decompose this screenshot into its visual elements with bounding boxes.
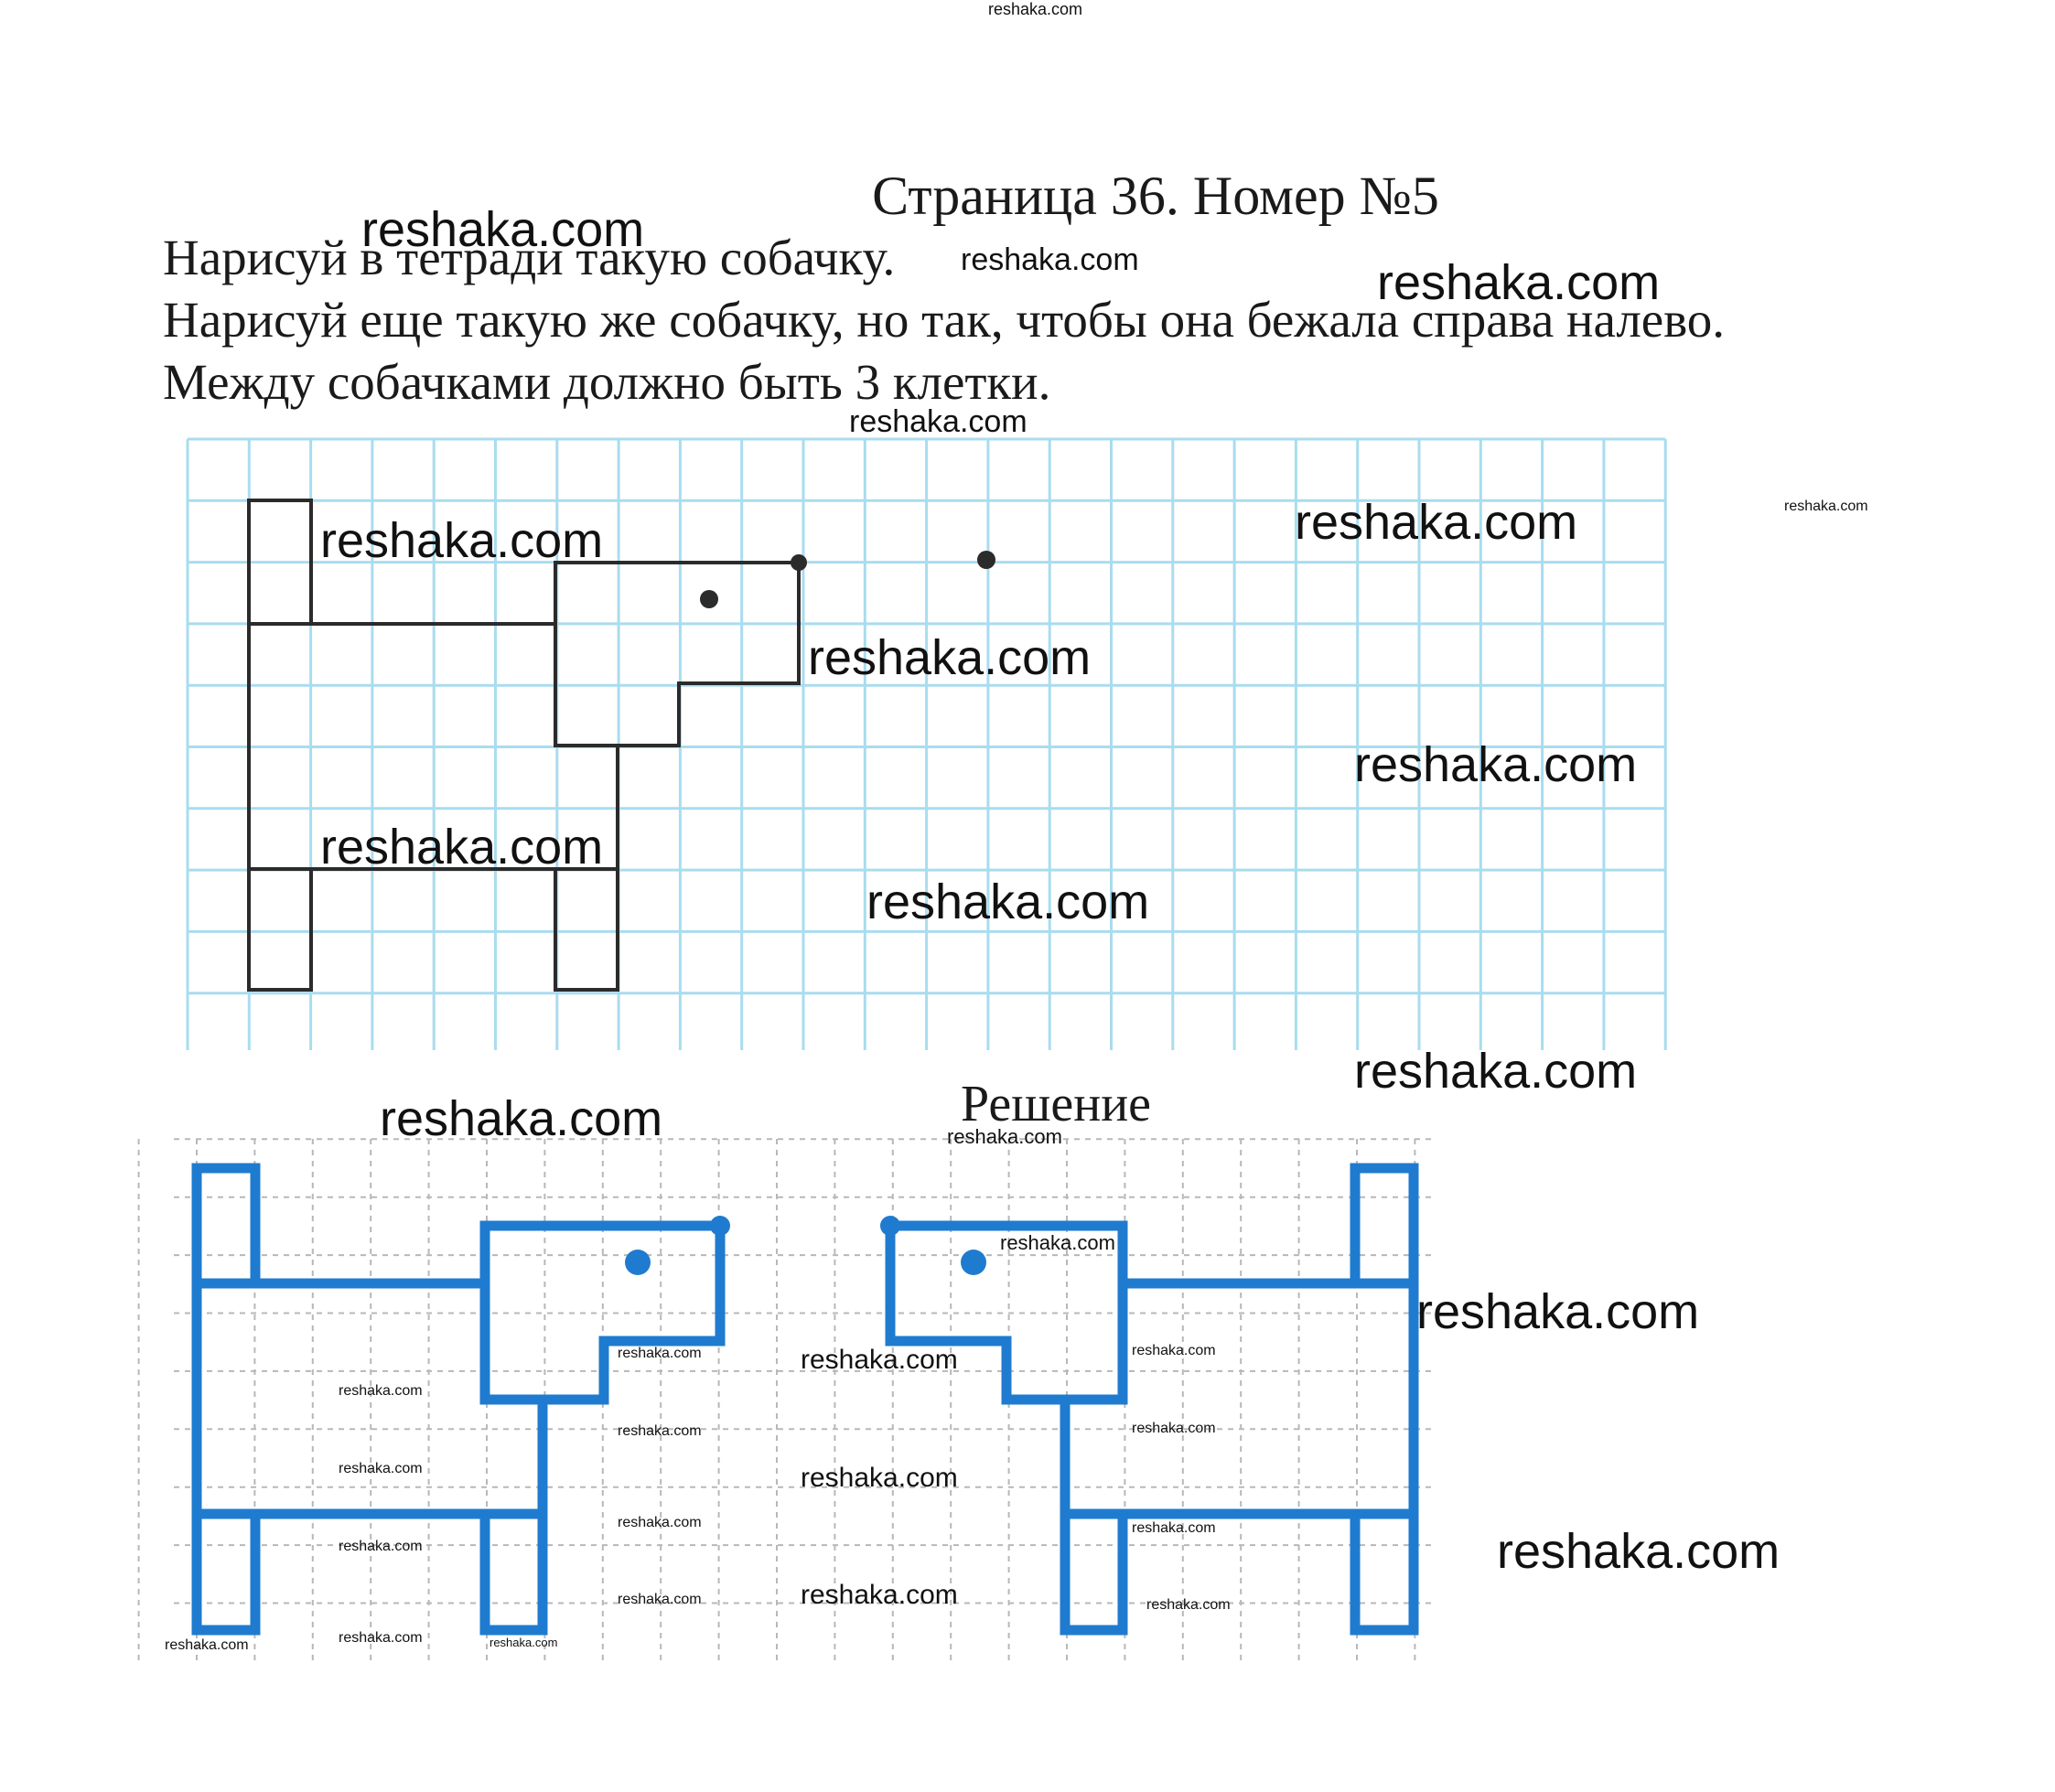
watermark: reshaka.com [339, 1630, 423, 1646]
watermark: reshaka.com [380, 1091, 663, 1146]
watermark: reshaka.com [1377, 255, 1661, 310]
watermark: reshaka.com [618, 1423, 702, 1439]
solution-title: Решение [961, 1076, 1152, 1132]
task-line-1: Нарисуй в тетради такую собачку. [163, 230, 896, 285]
solution-dog-left-nose [710, 1216, 730, 1236]
watermark: reshaka.com [866, 875, 1150, 929]
watermark: reshaka.com [361, 202, 645, 257]
watermark: reshaka.com [1416, 1284, 1700, 1339]
watermark: reshaka.com [339, 1383, 423, 1399]
solution-grid [137, 1138, 1432, 1660]
watermark: reshaka.com [320, 820, 604, 875]
watermark: reshaka.com [1354, 1044, 1638, 1099]
watermark: reshaka.com [618, 1346, 702, 1361]
watermark: reshaka.com [618, 1515, 702, 1530]
task-dog-nose [791, 554, 807, 571]
watermark: reshaka.com [961, 242, 1139, 277]
watermark: reshaka.com [165, 1637, 249, 1653]
watermark: reshaka.com [1784, 499, 1868, 514]
solution-dog-right [885, 1163, 1419, 1636]
solution-dog-right-eye [961, 1250, 986, 1275]
watermark: reshaka.com [1497, 1524, 1781, 1579]
task-dog [247, 499, 801, 992]
task-grid [186, 437, 1667, 1050]
watermark: reshaka.com [618, 1592, 702, 1607]
solution-dog-left-eye [625, 1250, 651, 1275]
watermark: reshaka.com [808, 630, 1092, 685]
task-reference-dot [977, 551, 995, 569]
watermark: reshaka.com [320, 513, 604, 568]
task-line-2: Нарисуй еще такую же собачку, но так, чт… [163, 292, 1726, 348]
page-title: Страница 36. Номер №5 [872, 166, 1439, 226]
watermark: reshaka.com [1132, 1421, 1216, 1436]
watermark: reshaka.com [1132, 1520, 1216, 1536]
watermark: reshaka.com [1132, 1343, 1216, 1358]
watermark: reshaka.com [1146, 1597, 1231, 1613]
watermark: reshaka.com [1000, 1231, 1115, 1254]
watermark: reshaka.com [801, 1580, 958, 1610]
watermark: reshaka.com [339, 1539, 423, 1554]
watermark: reshaka.com [1295, 495, 1578, 550]
task-line-3: Между собачками должно быть 3 клетки. [163, 354, 1051, 410]
task-dog-eye [700, 590, 718, 608]
watermark: reshaka.com [339, 1461, 423, 1476]
watermark: reshaka.com [490, 1636, 558, 1649]
watermark: reshaka.com [801, 1463, 958, 1493]
watermark: reshaka.com [801, 1345, 958, 1375]
top-watermark: reshaka.com [988, 0, 1083, 18]
solution-dog-left [191, 1163, 726, 1636]
watermark: reshaka.com [849, 404, 1028, 439]
watermark: reshaka.com [1354, 737, 1638, 792]
watermark: reshaka.com [947, 1125, 1062, 1148]
solution-dog-right-nose [880, 1216, 900, 1236]
